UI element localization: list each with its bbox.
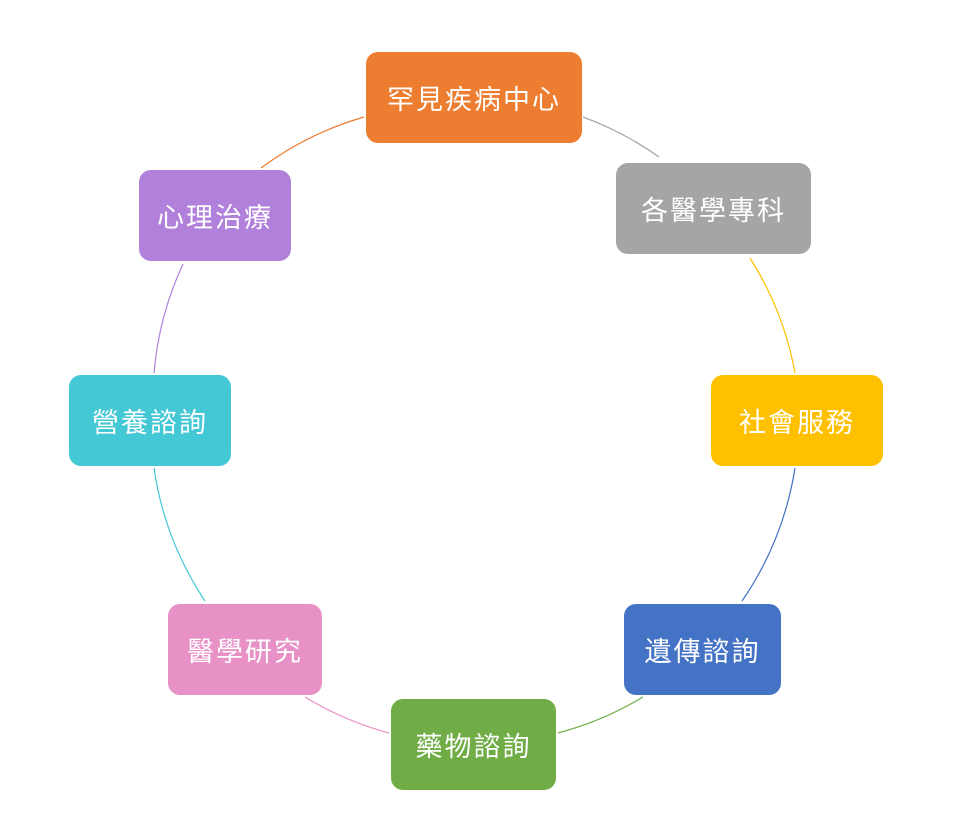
- node-label: 藥物諮詢: [415, 732, 532, 763]
- connector-2-3: [741, 467, 796, 602]
- node-nutrition-counseling: 營養諮詢: [69, 375, 231, 466]
- connector-5-6: [153, 467, 206, 602]
- node-medical-research: 醫學研究: [168, 604, 322, 695]
- node-label: 遺傳諮詢: [644, 637, 761, 668]
- connector-1-2: [749, 257, 796, 374]
- node-label: 社會服務: [739, 408, 855, 439]
- connector-0-1: [582, 116, 660, 158]
- node-medication-counseling: 藥物諮詢: [391, 699, 556, 790]
- node-psychotherapy: 心理治療: [139, 170, 291, 261]
- connector-4-5: [304, 696, 390, 734]
- node-label: 各醫學專科: [641, 196, 786, 227]
- connector-3-4: [557, 696, 644, 734]
- node-genetic-counseling: 遺傳諮詢: [624, 604, 781, 695]
- node-label: 心理治療: [157, 203, 273, 234]
- node-medical-specialties: 各醫學專科: [616, 163, 811, 254]
- node-label: 營養諮詢: [92, 408, 208, 439]
- node-social-services: 社會服務: [711, 375, 883, 466]
- node-label: 罕見疾病中心: [387, 85, 561, 116]
- connector-7-0: [260, 116, 365, 169]
- connector-6-7: [153, 263, 184, 374]
- node-label: 醫學研究: [187, 637, 303, 668]
- node-rare-disease-center: 罕見疾病中心: [366, 52, 582, 143]
